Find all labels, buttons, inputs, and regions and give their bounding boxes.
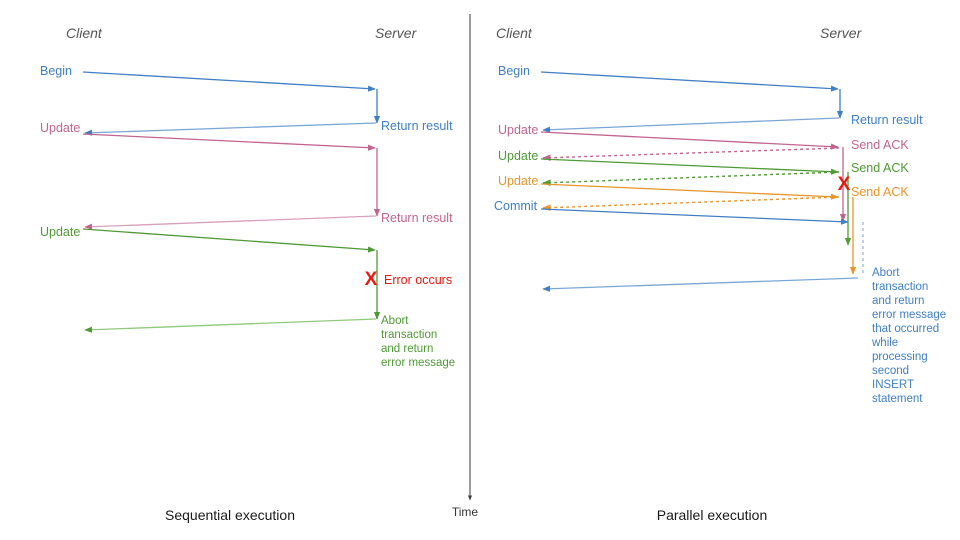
message-label-parallel-1: Return result	[851, 113, 923, 127]
error-label-sequential: Error occurs	[384, 273, 452, 287]
message-label-parallel-4: Update	[498, 149, 538, 163]
message-label-sequential-3: Return result	[381, 211, 453, 225]
message-arrow-sequential-3	[84, 215, 377, 230]
message-label-parallel-3: Send ACK	[851, 138, 909, 152]
message-arrow-parallel-5	[542, 171, 840, 187]
note-line: INSERT	[872, 379, 914, 391]
note-line: processing	[872, 351, 928, 363]
note-line: and return	[381, 343, 433, 355]
error-x-icon-parallel: X	[838, 174, 851, 195]
lane-title-client: Client	[496, 25, 533, 41]
message-arrow-parallel-6	[540, 183, 839, 200]
note-line: statement	[872, 393, 923, 405]
note-line: transaction	[381, 329, 437, 341]
message-arrow-parallel-4	[540, 158, 839, 175]
message-arrow-sequential-0	[82, 71, 376, 92]
message-arrow-parallel-3	[542, 147, 840, 162]
note-line: that occurred	[872, 323, 939, 335]
message-label-parallel-2: Update	[498, 123, 538, 137]
note-line: while	[871, 337, 898, 349]
note-line: error message	[872, 309, 946, 321]
message-arrow-parallel-9	[542, 277, 859, 292]
caption-sequential: Sequential execution	[165, 507, 295, 523]
note-line: Abort	[872, 267, 900, 279]
message-arrow-parallel-1	[542, 117, 840, 133]
message-label-parallel-6: Update	[498, 174, 538, 188]
note-line: transaction	[872, 281, 928, 293]
note-line: Abort	[381, 315, 409, 327]
message-arrow-sequential-1	[84, 122, 377, 136]
message-arrow-parallel-7	[542, 196, 840, 212]
message-arrow-sequential-5	[84, 318, 377, 333]
time-axis-label: Time	[452, 505, 479, 519]
message-arrow-sequential-4	[82, 228, 376, 253]
note-block-parallel: Abort transaction and return error message t…	[871, 267, 946, 405]
lane-title-server: Server	[375, 25, 418, 41]
message-arrow-parallel-0	[540, 71, 839, 92]
lane-title-client: Client	[66, 25, 103, 41]
message-arrow-parallel-8	[540, 208, 849, 225]
message-label-sequential-0: Begin	[40, 64, 72, 78]
message-label-parallel-8: Commit	[494, 199, 538, 213]
note-line: error message	[381, 357, 455, 369]
error-x-icon-sequential: X	[365, 269, 378, 290]
note-line: and return	[872, 295, 924, 307]
message-label-parallel-5: Send ACK	[851, 161, 909, 175]
message-label-sequential-2: Update	[40, 121, 80, 135]
note-line: second	[872, 365, 909, 377]
message-label-sequential-1: Return result	[381, 119, 453, 133]
message-arrow-sequential-2	[82, 133, 376, 151]
message-label-sequential-4: Update	[40, 225, 80, 239]
message-arrow-parallel-2	[540, 131, 839, 150]
lane-title-server: Server	[820, 25, 863, 41]
message-label-parallel-0: Begin	[498, 64, 530, 78]
message-label-parallel-7: Send ACK	[851, 185, 909, 199]
caption-parallel: Parallel execution	[657, 507, 768, 523]
note-block-sequential: Abort transaction and return error message	[381, 315, 455, 369]
